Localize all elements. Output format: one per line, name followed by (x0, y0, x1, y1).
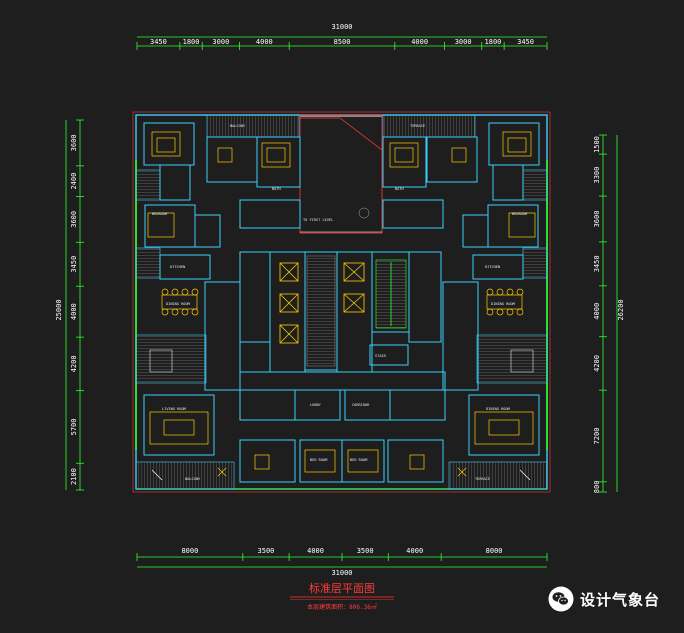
top-dim-seg-0: 3450 (150, 38, 167, 46)
bottom-dim-seg-0: 8000 (181, 547, 198, 555)
room-label-balcony-l: BALCONY (230, 124, 246, 128)
bottom-overall-dim: 31000 (331, 569, 352, 577)
room-label-dining-l: DINING ROOM (166, 302, 191, 306)
left-dim-seg-6: 5700 (70, 419, 78, 436)
room-label-void: TO FIRST LEVEL (303, 218, 333, 222)
room-label-bedroom-l: BEDROOM (152, 212, 168, 216)
bottom-dim-seg-3: 3500 (357, 547, 374, 555)
left-dimension-chain: 25000 (55, 120, 81, 490)
right-dim-seg-4: 4000 (593, 303, 601, 320)
right-dim-seg-7: 800 (593, 481, 601, 494)
top-dim-seg-8: 3450 (517, 38, 534, 46)
room-label-kitchen-r: KITCHEN (485, 265, 500, 269)
top-dim-seg-2: 3000 (212, 38, 229, 46)
room-label-living-r: DINING ROOM (486, 407, 511, 411)
room-label-kitchen-l: KITCHEN (170, 265, 185, 269)
top-dim-seg-3: 4000 (256, 38, 273, 46)
bottom-dim-seg-2: 4000 (307, 547, 324, 555)
top-segment-dims: 3450 1800 3000 4000 8500 4000 3000 1800 3450 (136, 38, 548, 50)
room-label-lobby: LOBBY (310, 403, 322, 407)
right-dim-seg-5: 4200 (593, 355, 601, 372)
room-label-bed2-l: BED ROOM (310, 458, 328, 462)
top-dim-seg-6: 3000 (455, 38, 472, 46)
top-dim-seg-7: 1800 (485, 38, 502, 46)
interior-walls (143, 122, 540, 483)
right-overall-dim: 26200 (617, 299, 625, 320)
elevators (279, 262, 365, 344)
left-dim-seg-2: 3600 (70, 211, 78, 228)
room-label-living-l: LIVING ROOM (162, 407, 187, 411)
right-dim-seg-6: 7200 (593, 428, 601, 445)
room-label-balcony-bl: BALCONY (185, 477, 201, 481)
drawing-subtitle: 本层建筑面积：806.36㎡ (307, 603, 377, 611)
building-outline (132, 111, 551, 493)
right-dim-seg-0: 1500 (593, 136, 601, 153)
bottom-dim-seg-1: 3500 (258, 547, 275, 555)
bottom-dim-seg-4: 4000 (406, 547, 423, 555)
top-dim-seg-1: 1800 (183, 38, 200, 46)
room-labels: BALCONY TERRACE TO FIRST LEVEL BATH BATH… (152, 124, 528, 481)
left-segment-dims: 3600 2400 3600 3450 4000 4200 5700 2100 (70, 119, 84, 491)
drawing-title-block: 标准层平面图 本层建筑面积：806.36㎡ (290, 581, 394, 611)
top-dimension-chain: 31000 (137, 23, 547, 47)
room-label-terrace-br: TERRACE (475, 477, 490, 481)
room-label-bath-l: BATH (272, 187, 281, 191)
wechat-icon (548, 586, 574, 612)
left-dim-seg-0: 3600 (70, 134, 78, 151)
room-label-dining-r: DINING ROOM (491, 302, 516, 306)
top-dim-seg-4: 8500 (334, 38, 351, 46)
left-dim-seg-1: 2400 (70, 173, 78, 190)
top-dim-seg-5: 4000 (411, 38, 428, 46)
right-dim-seg-1: 3300 (593, 167, 601, 184)
room-label-corridor: CORRIDOR (352, 403, 370, 407)
right-dimension-chain: 26200 (602, 135, 625, 492)
right-dim-seg-2: 3600 (593, 211, 601, 228)
balcony-hatches (135, 114, 548, 490)
drawing-title: 标准层平面图 (309, 581, 375, 595)
left-dim-seg-5: 4200 (70, 355, 78, 372)
left-dim-seg-3: 3450 (70, 256, 78, 273)
left-dim-seg-7: 2100 (70, 468, 78, 485)
left-dim-seg-4: 4000 (70, 303, 78, 320)
furniture (147, 131, 536, 481)
bottom-dim-seg-5: 8000 (486, 547, 503, 555)
room-label-terrace-r: TERRACE (410, 124, 425, 128)
bottom-segment-dims: 8000 3500 4000 3500 4000 8000 (136, 547, 548, 561)
watermark: 设计气象台 (548, 586, 660, 612)
right-dim-seg-3: 3450 (593, 255, 601, 272)
watermark-text: 设计气象台 (580, 590, 661, 609)
room-label-stair: STAIR (375, 354, 387, 358)
left-overall-dim: 25000 (55, 299, 63, 320)
room-label-bath-r: BATH (395, 187, 404, 191)
room-label-bed2-r: BED ROOM (350, 458, 368, 462)
top-overall-dim: 31000 (331, 23, 352, 31)
stairs (306, 255, 407, 367)
room-label-bedroom-r: BEDROOM (512, 212, 528, 216)
right-segment-dims: 1500 3300 3600 3450 4000 4200 7200 800 (593, 134, 607, 494)
central-void (299, 114, 383, 234)
